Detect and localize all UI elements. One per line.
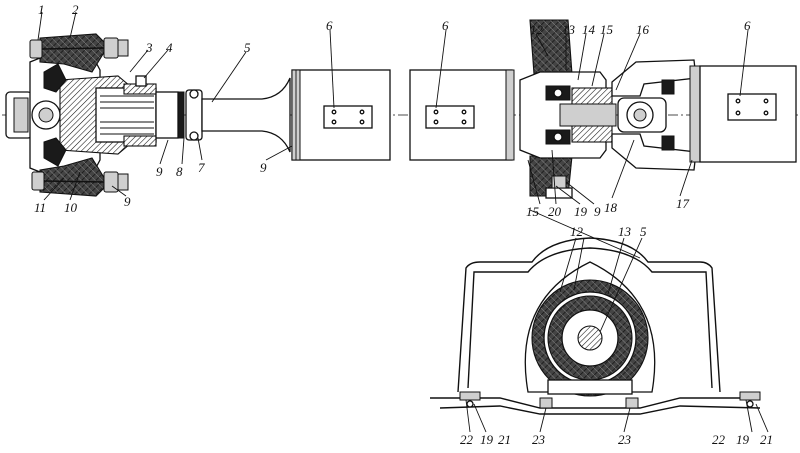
callout-2: 2 [72, 2, 79, 17]
callout-22a: 22 [460, 432, 474, 447]
callout-1: 1 [38, 2, 45, 17]
callout-17: 17 [676, 196, 690, 211]
callout-7: 7 [198, 160, 205, 175]
tube-segment-3 [689, 65, 797, 163]
shaft-narrow-section [201, 77, 291, 153]
callout-12b: 12 [570, 224, 584, 239]
callout-8: 8 [176, 164, 183, 179]
callout-19a: 19 [480, 432, 494, 447]
tube-segment-2 [409, 69, 515, 161]
callout-18: 18 [604, 200, 618, 215]
callout-21b: 21 [760, 432, 773, 447]
callout-12: 12 [530, 22, 544, 37]
callout-19b: 19 [736, 432, 750, 447]
callout-4: 4 [166, 40, 173, 55]
callout-6b: 6 [442, 18, 449, 33]
callout-9c: 9 [260, 160, 267, 175]
callout-11: 11 [34, 200, 46, 215]
callout-labels: 1 2 3 4 5 6 6 12 13 14 15 16 6 11 10 9 9… [34, 2, 773, 447]
callout-15: 15 [600, 22, 614, 37]
callout-14: 14 [582, 22, 596, 37]
callout-6a: 6 [326, 18, 333, 33]
tube-segment-1 [291, 69, 391, 161]
leader-lines [37, 11, 769, 433]
callout-15b: 15 [526, 204, 540, 219]
callout-9b: 9 [156, 164, 163, 179]
callout-5: 5 [244, 40, 251, 55]
callout-13b: 13 [618, 224, 632, 239]
balance-plate-3 [727, 93, 777, 121]
callout-21a: 21 [498, 432, 511, 447]
callout-20: 20 [548, 204, 562, 219]
support-bracket-view [430, 237, 761, 415]
callout-23a: 23 [532, 432, 546, 447]
callout-3: 3 [145, 40, 153, 55]
callout-22b: 22 [712, 432, 726, 447]
callout-10: 10 [64, 200, 78, 215]
intermediate-support [519, 19, 617, 199]
rubber-element-top [39, 33, 109, 73]
universal-joint [611, 59, 697, 171]
callout-5b: 5 [640, 224, 647, 239]
callout-6c: 6 [744, 18, 751, 33]
callout-19: 19 [574, 204, 588, 219]
callout-16: 16 [636, 22, 650, 37]
balance-plate-2 [425, 105, 475, 129]
callout-9d: 9 [594, 204, 601, 219]
shaft-section [577, 325, 603, 351]
balance-plate-1 [323, 105, 373, 129]
callout-9a: 9 [124, 194, 131, 209]
callout-23b: 23 [618, 432, 632, 447]
flexible-coupling [5, 33, 203, 197]
callout-13: 13 [562, 22, 576, 37]
